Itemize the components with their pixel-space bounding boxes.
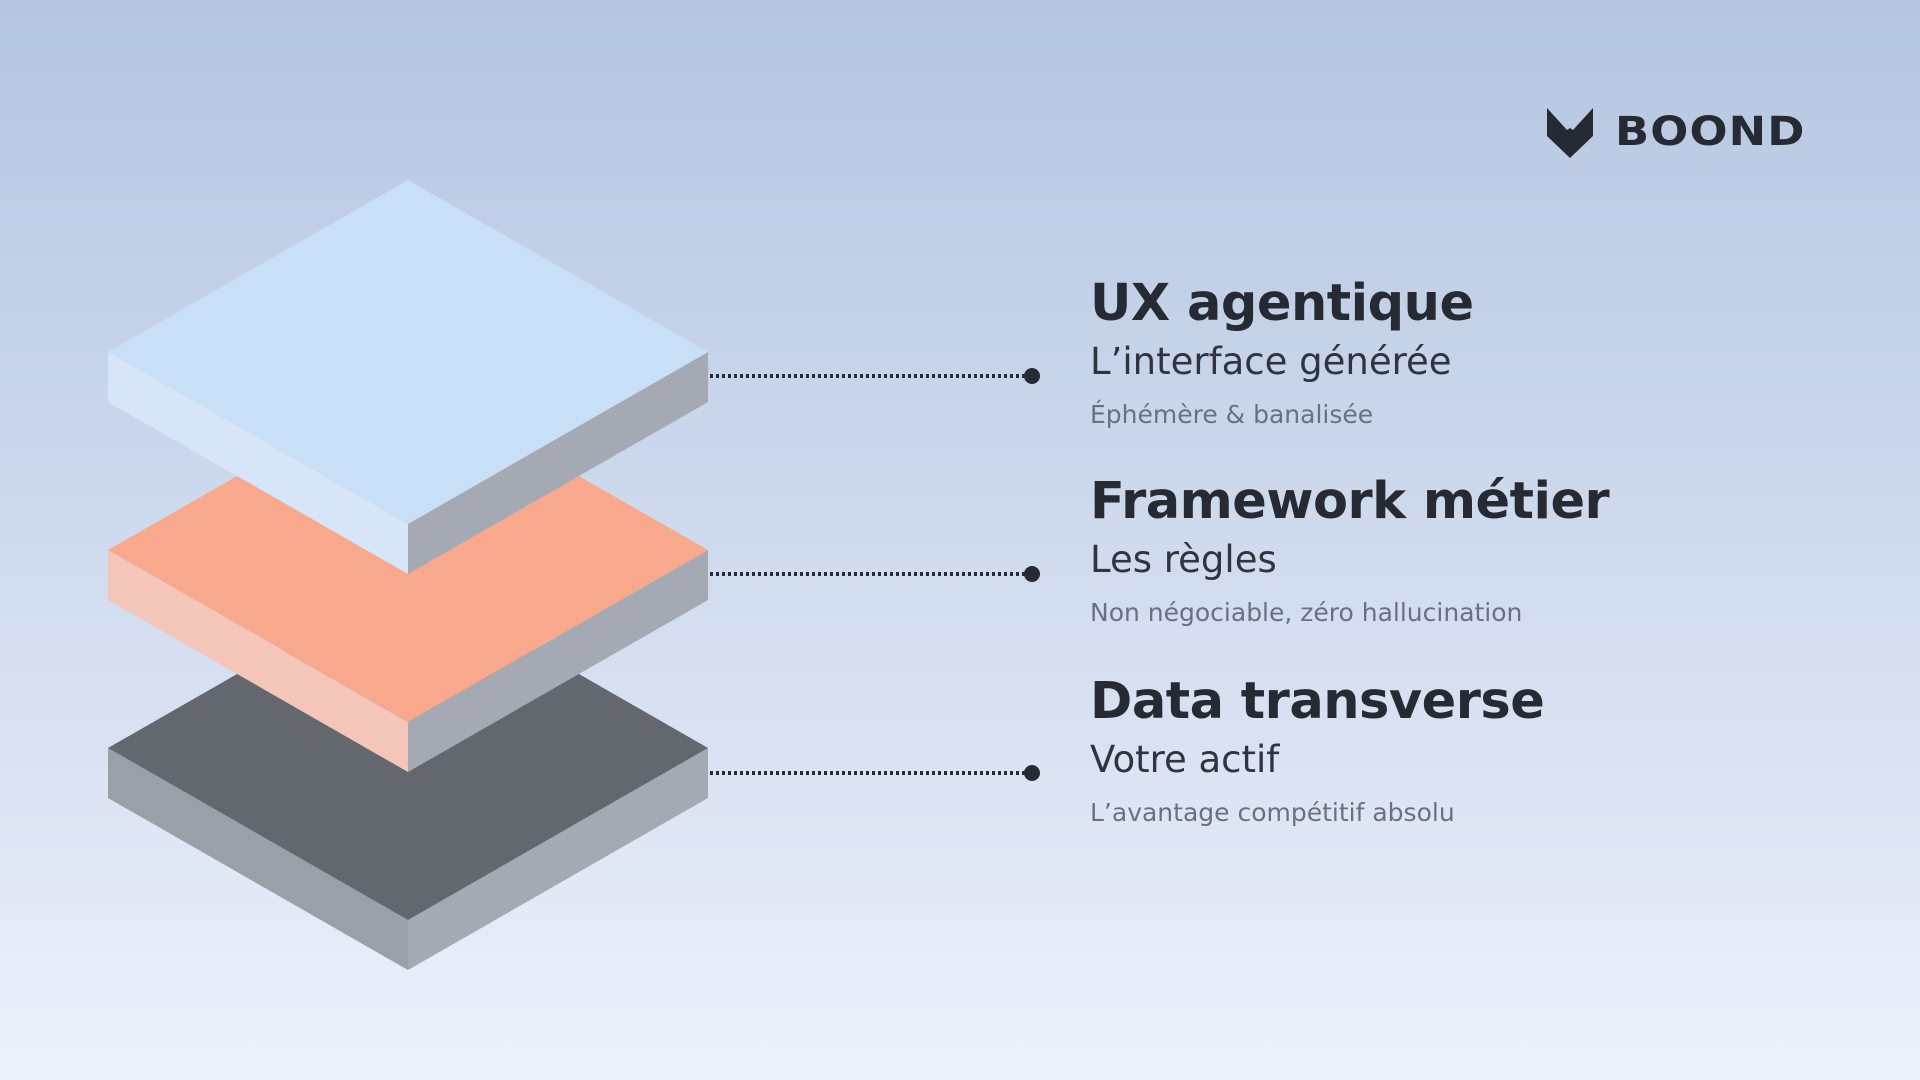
layer-ux-left-face — [108, 352, 408, 574]
connector-framework — [710, 566, 1040, 582]
brand-name: BOOND — [1615, 109, 1806, 155]
connector-data — [710, 765, 1040, 781]
layer-ux-title: UX agentique — [1090, 274, 1474, 333]
layer-framework-left-face — [108, 550, 408, 772]
layer-ux-right-face — [408, 352, 708, 574]
layer-data-right-face — [408, 748, 708, 970]
layer-ux-subtitle: L’interface générée — [1090, 340, 1452, 383]
brand-logo: BOOND — [1545, 104, 1804, 160]
connector-ux — [710, 368, 1040, 384]
fox-head-icon — [1547, 108, 1593, 158]
connector-ux-dot — [1024, 368, 1040, 384]
layer-ux-slab — [108, 180, 708, 574]
connector-data-dot — [1024, 765, 1040, 781]
layer-data-text: Data transverse Votre actif L’avantage c… — [1090, 670, 1870, 830]
layer-ux-description: Éphémère & banalisée — [1090, 400, 1374, 429]
connector-framework-dot — [1024, 566, 1040, 582]
layer-data-left-face — [108, 748, 408, 970]
layer-data-subtitle: Votre actif — [1090, 738, 1280, 781]
layer-framework-text: Framework métier Les règles Non négociab… — [1090, 470, 1870, 630]
layer-data-description: L’avantage compétitif absolu — [1090, 798, 1455, 827]
layer-data-title: Data transverse — [1090, 672, 1545, 731]
layer-ux-top-face — [108, 180, 708, 524]
layer-framework-subtitle: Les règles — [1090, 538, 1277, 581]
layer-framework-right-face — [408, 550, 708, 772]
layer-ux-text: UX agentique L’interface générée Éphémèr… — [1090, 272, 1870, 432]
layer-framework-title: Framework métier — [1090, 472, 1610, 531]
layer-framework-description: Non négociable, zéro hallucination — [1090, 598, 1523, 627]
